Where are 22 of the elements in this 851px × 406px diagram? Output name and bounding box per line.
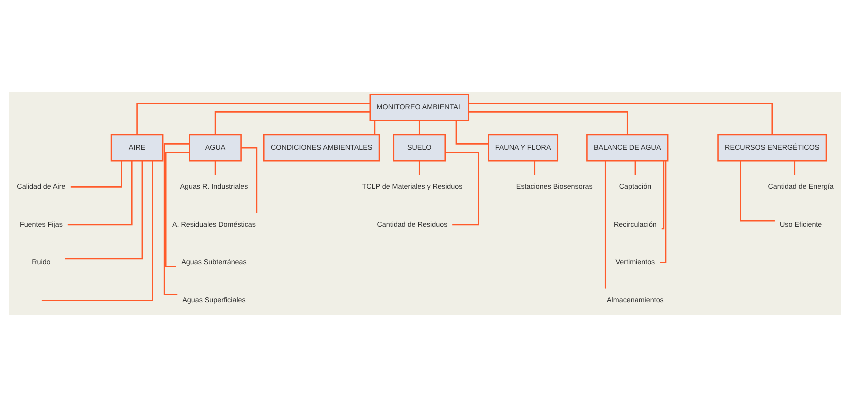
connector [242, 146, 258, 213]
connector [374, 120, 376, 134]
connector [70, 160, 122, 188]
connector [42, 160, 154, 301]
connector [534, 160, 536, 175]
connector [136, 102, 370, 135]
connector [165, 151, 190, 267]
connector [456, 120, 489, 144]
connector [214, 160, 216, 175]
connector [634, 160, 636, 175]
connector [604, 160, 606, 288]
connector [68, 160, 133, 226]
connector [794, 160, 796, 175]
connector [468, 102, 774, 135]
connector [662, 160, 665, 230]
connector [214, 111, 370, 134]
connector [468, 111, 628, 134]
connector [418, 120, 420, 134]
connector [445, 151, 480, 226]
connector [418, 160, 420, 175]
connector [740, 160, 775, 222]
connector [65, 160, 144, 260]
